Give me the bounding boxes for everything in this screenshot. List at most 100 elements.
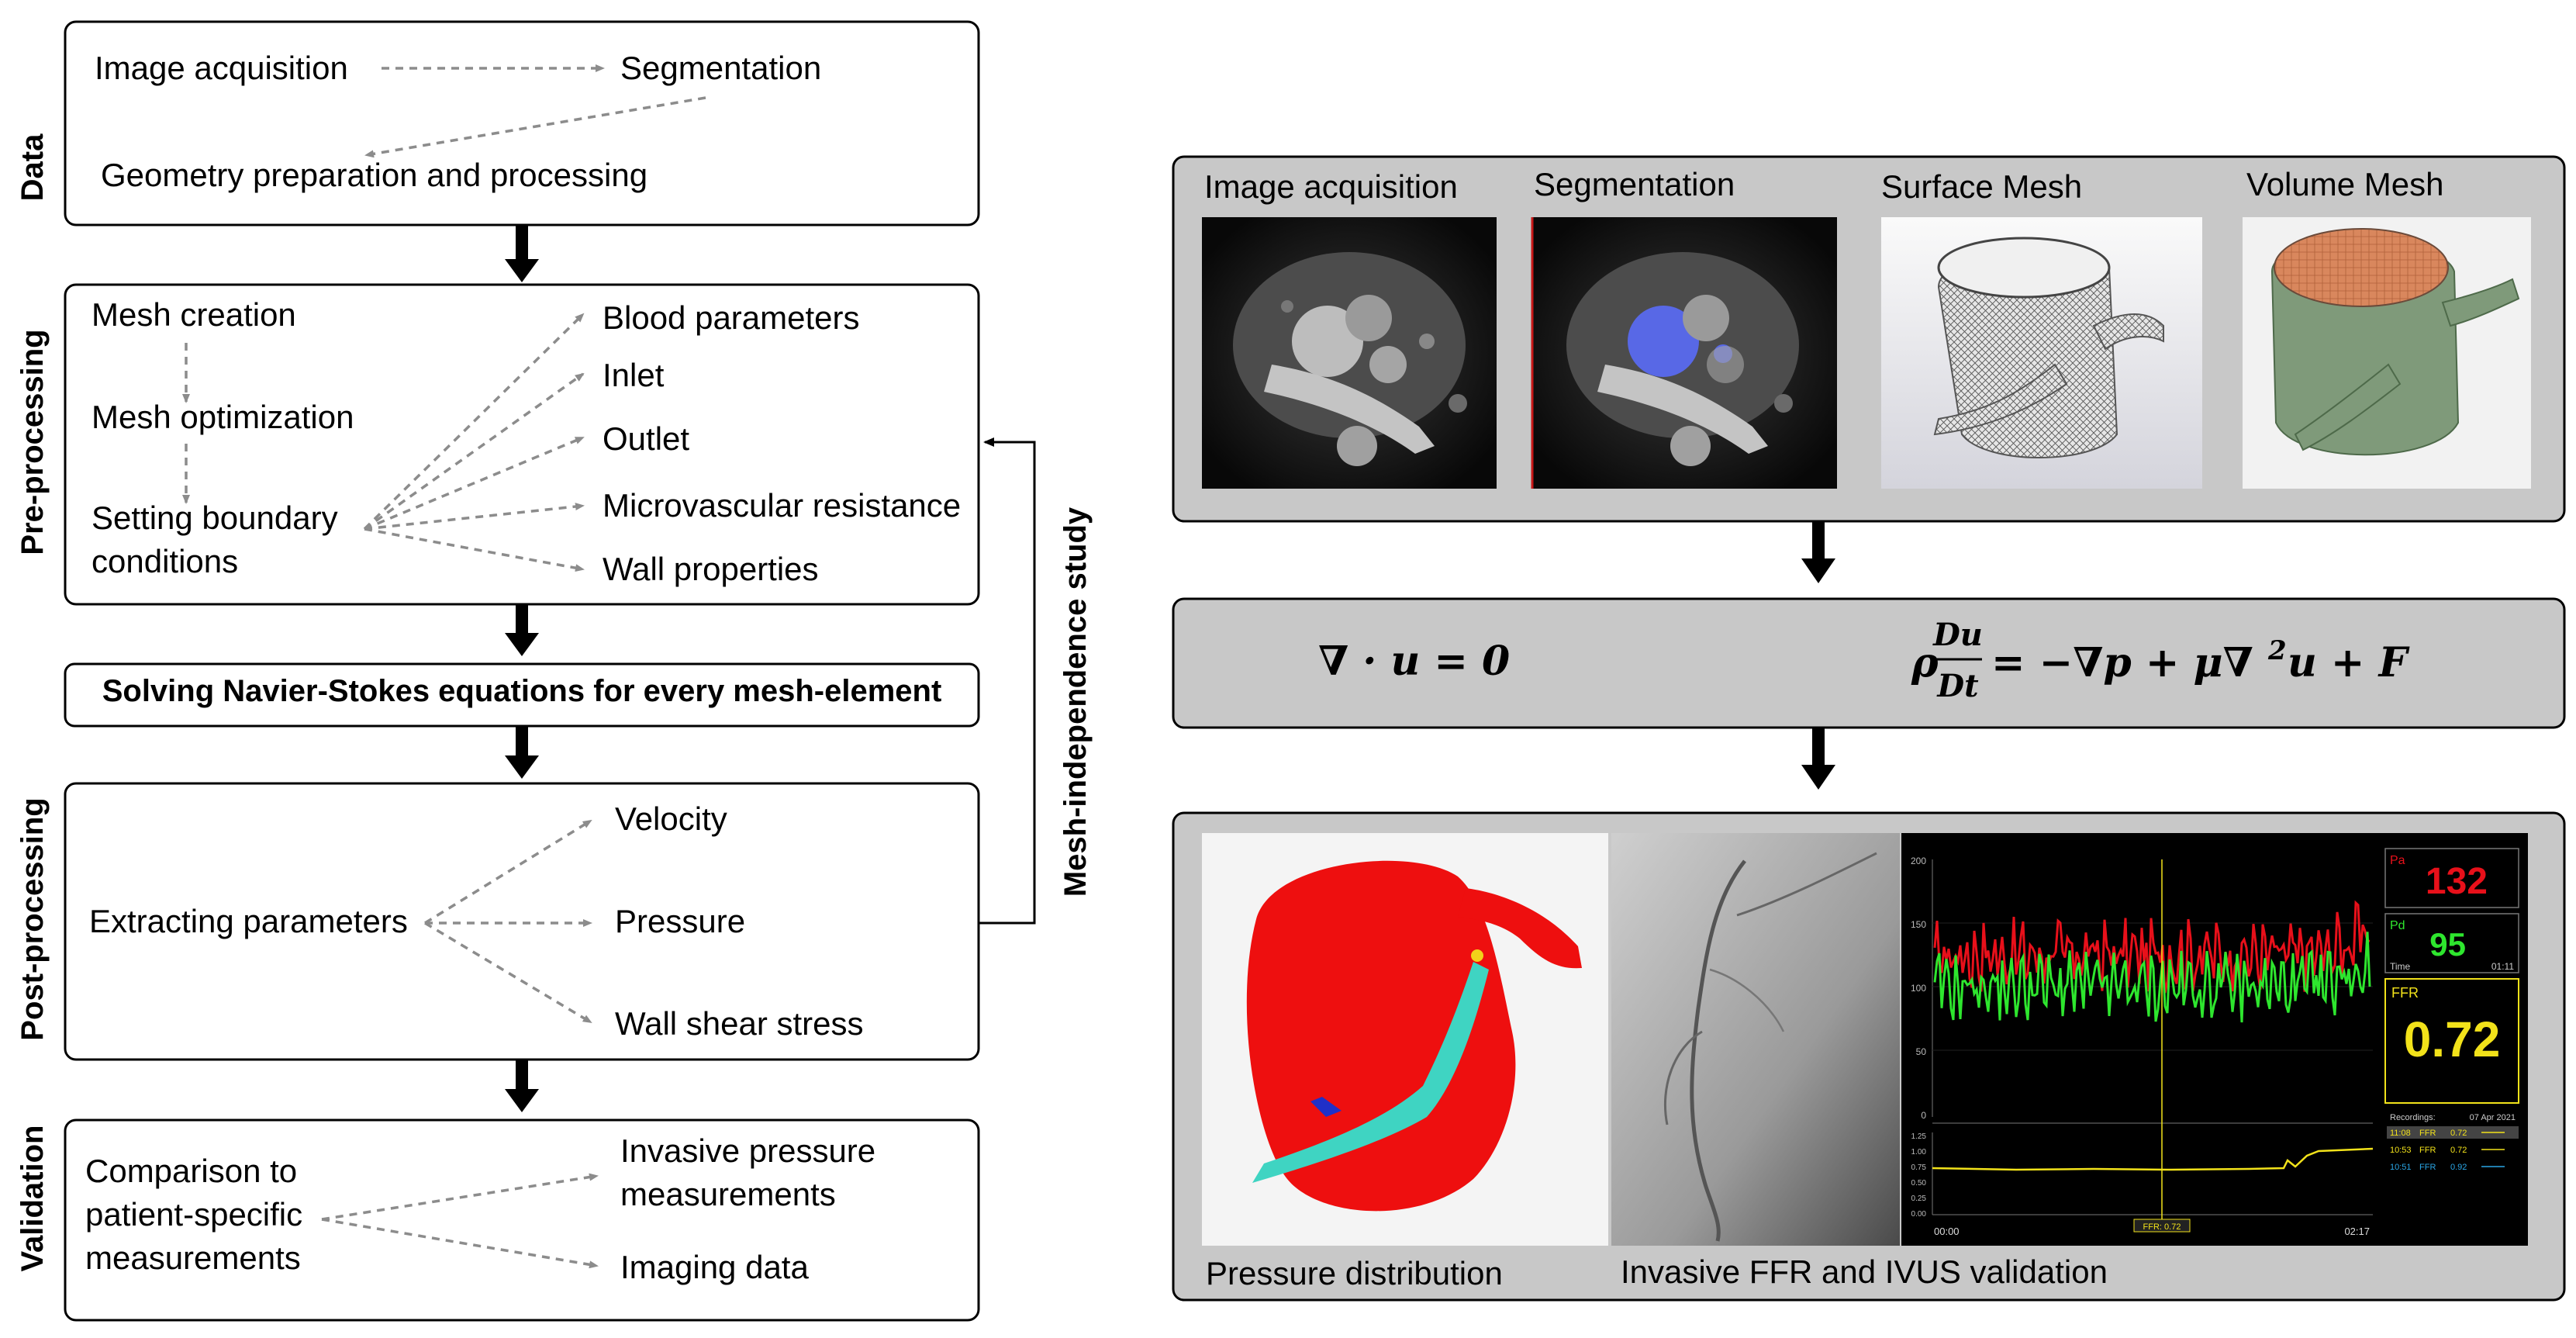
ns-du: Du (1932, 617, 1983, 653)
continuity-equation: ∇ · u = 0 (1318, 638, 1510, 685)
flow-arrowhead-1 (505, 259, 539, 282)
solver-label: Solving Navier-Stokes equations for ever… (102, 674, 942, 708)
monitor-cursor-label: FFR: 0.72 (2143, 1222, 2181, 1232)
monitor-ytick-200: 200 (1911, 856, 1926, 866)
post-output-wss: Wall shear stress (615, 1005, 864, 1042)
val-comparison-1: Comparison to (85, 1153, 297, 1189)
monitor-ytick-100: 100 (1911, 983, 1926, 994)
ffr-readout-box (2384, 978, 2519, 1104)
equations-panel (1172, 597, 2566, 729)
pre-output-inlet: Inlet (603, 357, 665, 393)
post-output-pressure: Pressure (615, 903, 745, 939)
stage-label-postprocessing: Post-processing (16, 797, 50, 1040)
data-geometry: Geometry preparation and processing (101, 157, 647, 193)
pd-label: Pd (2390, 919, 2405, 932)
val-comparison-3: measurements (85, 1239, 301, 1276)
pre-output-outlet: Outlet (603, 420, 689, 457)
recording-2-time[interactable]: 10:53 (2390, 1146, 2412, 1155)
volume-mesh-image (2243, 217, 2531, 489)
data-image-acquisition: Image acquisition (95, 50, 348, 86)
monitor-y2tick-075: 0.75 (1911, 1163, 1927, 1172)
monitor-y2tick-000: 0.00 (1911, 1210, 1927, 1219)
recording-1-tag: FFR (2419, 1129, 2436, 1138)
surface-mesh-image (1881, 217, 2202, 489)
ns-rho: ρ (1911, 639, 1939, 686)
pressure-distribution-image (1202, 833, 1608, 1246)
recording-1-time[interactable]: 11:08 (2390, 1129, 2411, 1138)
arrow-comparison-to-imaging (321, 1218, 599, 1269)
ffr-value: 0.72 (2404, 1011, 2501, 1067)
arrow-comparison-to-invasive (321, 1173, 599, 1221)
pre-output-microvascular: Microvascular resistance (603, 487, 961, 524)
recording-1-value: 0.72 (2450, 1129, 2467, 1138)
post-extracting: Extracting parameters (89, 903, 408, 939)
ns-sup: 2 (2267, 635, 2287, 666)
stage-label-validation: Validation (16, 1125, 50, 1272)
stage-label-data: Data (16, 133, 50, 201)
pd-readout-box (2384, 913, 2519, 973)
panel-label-volume-mesh: Volume Mesh (2246, 166, 2443, 202)
time-label: Time (2390, 961, 2411, 972)
pre-mesh-creation: Mesh creation (92, 296, 296, 333)
flow-arrowhead-2 (505, 633, 539, 656)
arrow-bc-to-wall (364, 527, 585, 572)
pd-value: 95 (2429, 926, 2466, 963)
monitor-ytick-150: 150 (1911, 919, 1926, 930)
arrow-bc-to-blood (363, 313, 585, 531)
data-segmentation: Segmentation (620, 50, 821, 86)
recording-2-value: 0.72 (2450, 1146, 2467, 1155)
ffr-label: FFR (2391, 985, 2419, 1001)
pre-mesh-optimization: Mesh optimization (92, 399, 354, 435)
monitor-y2tick-125: 1.25 (1911, 1132, 1927, 1141)
monitor-xtick-end: 02:17 (2344, 1226, 2370, 1237)
mesh-independence-loop (979, 437, 1036, 925)
mesh-independence-label: Mesh-independence study (1058, 507, 1093, 897)
monitor-ytick-50: 50 (1916, 1046, 1927, 1057)
flow-arrowhead-4 (505, 1089, 539, 1112)
pre-output-wall: Wall properties (603, 551, 819, 587)
recording-3-value: 0.92 (2450, 1163, 2467, 1172)
arrow-extract-to-wss (424, 921, 592, 1024)
pre-setting-bc-2: conditions (92, 543, 238, 579)
navier-stokes-equation: ρ Du Dt = −∇p + μ∇ 2 u + F (1911, 617, 2410, 704)
recordings-label: Recordings: (2390, 1113, 2436, 1122)
panel-label-surface-mesh: Surface Mesh (1881, 168, 2082, 205)
pd-pressure-trace (1933, 932, 2371, 1023)
monitor-y2tick-100: 1.00 (1911, 1148, 1927, 1156)
ns-dt: Dt (1936, 668, 1979, 704)
ns-rhs: = −∇p + μ∇ (1991, 639, 2253, 686)
pre-output-blood-parameters: Blood parameters (603, 299, 860, 336)
ns-rhs-end: u + F (2288, 639, 2410, 686)
arrow-bc-to-inlet (363, 372, 585, 531)
arrow-bc-to-micro (364, 503, 585, 531)
arrow-extract-to-velocity (424, 819, 592, 925)
pa-label: Pa (2390, 854, 2405, 867)
angiogram-image (1611, 833, 1900, 1246)
post-output-velocity: Velocity (615, 800, 727, 837)
pa-pressure-trace (1933, 900, 2371, 994)
time-value: 01:11 (2491, 961, 2514, 972)
monitor-y2tick-025: 0.25 (1911, 1195, 1927, 1203)
result-label-pressure: Pressure distribution (1206, 1255, 1503, 1291)
val-comparison-2: patient-specific (85, 1196, 302, 1233)
panel-label-segmentation: Segmentation (1534, 166, 1735, 202)
monitor-xtick-start: 00:00 (1934, 1226, 1960, 1237)
stage-label-preprocessing: Pre-processing (16, 329, 50, 555)
arrow-seg-to-geometry (364, 96, 706, 158)
monitor-ytick-0: 0 (1921, 1110, 1926, 1121)
imaging-panel (1172, 155, 2566, 523)
pa-value: 132 (2426, 861, 2488, 902)
monitor-y2tick-050: 0.50 (1911, 1179, 1927, 1188)
panel-label-image-acquisition: Image acquisition (1204, 168, 1458, 205)
result-label-ffr-ivus: Invasive FFR and IVUS validation (1621, 1253, 2108, 1290)
pressure-monitor: 200 150 100 50 0 1.25 1.00 0.75 0.50 0.2… (1901, 833, 2528, 1246)
arrow-bc-to-outlet (364, 436, 585, 531)
recording-2-tag: FFR (2419, 1146, 2436, 1155)
ffr-trace (1932, 1147, 2374, 1171)
recording-row-selected[interactable] (2387, 1126, 2519, 1139)
recording-3-time[interactable]: 10:51 (2390, 1163, 2412, 1172)
segmentation-image (1531, 217, 1837, 489)
val-imaging: Imaging data (620, 1249, 809, 1285)
val-invasive-2: measurements (620, 1176, 836, 1212)
